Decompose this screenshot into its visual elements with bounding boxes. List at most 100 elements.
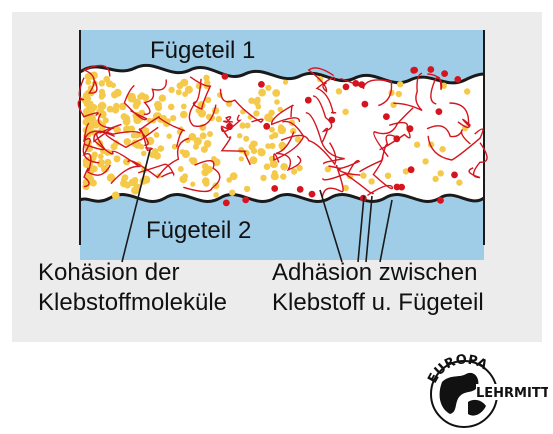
cohesion-particle	[168, 86, 175, 94]
cohesion-particle	[342, 184, 349, 192]
cohesion-particle	[180, 103, 187, 110]
polymer-chain	[305, 112, 345, 165]
cohesion-particle	[167, 103, 175, 111]
cohesion-particle	[397, 81, 404, 88]
adhesion-node	[407, 166, 415, 174]
cohesion-particle	[282, 79, 289, 85]
cohesion-particle	[324, 166, 332, 173]
cohesion-particle	[158, 94, 166, 102]
cohesion-particle	[177, 166, 184, 172]
polymer-chain	[143, 79, 167, 116]
cohesion-particle	[277, 106, 283, 113]
cohesion-particle	[437, 170, 444, 177]
cohesion-particle	[113, 126, 121, 134]
cohesion-particle	[111, 91, 119, 99]
polymer-chain	[312, 95, 333, 143]
polymer-chain	[373, 107, 414, 158]
cohesion-particle	[166, 133, 172, 139]
polymer-chain	[275, 131, 302, 172]
cohesion-particle	[229, 172, 238, 181]
polymer-chain	[138, 128, 153, 152]
cohesion-particle	[190, 181, 196, 187]
adhesion-pointer-line	[365, 195, 373, 263]
cohesion-particle	[248, 143, 256, 151]
cohesion-particle	[120, 179, 128, 188]
cohesion-particle	[118, 102, 127, 111]
cohesion-particle	[97, 102, 104, 110]
cohesion-particle	[137, 94, 143, 100]
cohesion-particle	[432, 175, 439, 183]
cohesion-particle	[142, 94, 150, 102]
polymer-chain	[82, 122, 92, 172]
cohesion-particle	[402, 168, 410, 175]
cohesion-particle	[296, 164, 303, 172]
cohesion-particle	[171, 143, 178, 150]
cohesion-particle	[201, 177, 210, 185]
cohesion-particle	[110, 82, 117, 89]
cohesion-particle	[142, 175, 151, 184]
cohesion-particle	[83, 162, 89, 168]
adhesion-node	[393, 135, 401, 143]
adhesion-caption: Adhäsion zwischen Klebstoff u. Fügeteil	[272, 258, 484, 318]
cohesion-particle	[203, 74, 210, 82]
adhesion-node	[263, 122, 271, 130]
cohesion-particle	[294, 136, 302, 143]
adhesion-node	[242, 196, 250, 204]
polymer-chain	[93, 139, 142, 185]
cohesion-particle	[280, 173, 287, 180]
cohesion-particle	[335, 88, 343, 95]
cohesion-particle	[195, 108, 201, 114]
polymer-chain	[427, 73, 443, 105]
cohesion-particle	[274, 99, 280, 105]
cohesion-particle	[102, 117, 109, 124]
cohesion-particle	[253, 110, 260, 117]
cohesion-particle	[464, 88, 471, 95]
cohesion-particle	[106, 105, 114, 113]
cohesion-particle	[439, 146, 446, 153]
cohesion-particle	[104, 158, 112, 166]
adhesion-node	[221, 73, 229, 80]
cohesion-particle	[193, 137, 202, 146]
polymer-chain	[359, 134, 397, 173]
polymer-chain	[335, 159, 361, 176]
adhesion-node	[222, 199, 230, 207]
cohesion-particle	[98, 80, 106, 87]
cohesion-particle	[127, 92, 136, 102]
cohesion-particle	[98, 110, 107, 119]
cohesion-particle	[133, 183, 142, 191]
polymer-chain	[123, 84, 148, 121]
cohesion-pointer-line	[121, 149, 151, 263]
cohesion-particle	[189, 157, 198, 165]
cohesion-particle	[132, 102, 140, 110]
cohesion-particle	[260, 174, 267, 182]
cohesion-particle	[85, 79, 92, 85]
cohesion-particle	[111, 191, 120, 200]
adhesion-node	[226, 122, 234, 130]
cohesion-particle	[253, 98, 261, 106]
adhesion-pointer-line	[319, 189, 343, 263]
cohesion-particle	[237, 133, 243, 139]
polymer-chain	[393, 72, 423, 112]
polymer-chain	[273, 120, 305, 163]
polymer-chain	[188, 78, 217, 128]
cohesion-particle	[249, 156, 258, 165]
cohesion-particle	[238, 156, 244, 162]
cohesion-particle	[120, 113, 128, 121]
polymer-chain	[468, 142, 488, 179]
cohesion-particle	[290, 168, 298, 175]
polymer-chain	[307, 67, 335, 93]
polymer-chain	[322, 173, 374, 195]
adhesion-node	[342, 83, 350, 91]
cohesion-particle	[154, 100, 162, 109]
cohesion-particle	[97, 153, 104, 160]
cohesion-particle	[290, 127, 297, 135]
cohesion-particle	[207, 131, 213, 137]
cohesion-particle	[395, 90, 402, 98]
cohesion-particle	[280, 163, 288, 171]
cohesion-particle	[140, 150, 147, 157]
cohesion-particle	[182, 173, 189, 180]
globe-continent-shape	[468, 399, 486, 416]
cohesion-particle	[89, 179, 97, 187]
cohesion-particle	[123, 158, 131, 166]
